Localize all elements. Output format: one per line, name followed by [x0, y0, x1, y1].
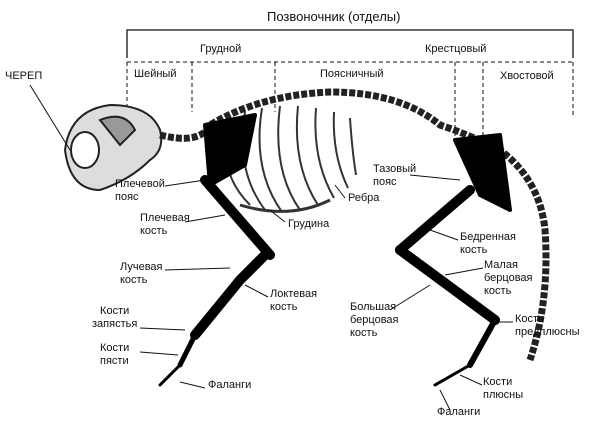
label-line: берцовая [350, 314, 399, 326]
label-front-phalanges: Фаланги [208, 379, 252, 391]
skull [63, 103, 163, 192]
label-sternum: Грудина [288, 218, 330, 230]
leader-lines [29, 84, 513, 411]
section-sacral: Крестцовый [425, 43, 487, 55]
label-line: пясти [100, 355, 129, 367]
vertebral-column [159, 88, 550, 362]
label-line: запястья [92, 318, 138, 330]
label-line: кость [350, 327, 378, 339]
label-skull: ЧЕРЕП [5, 70, 43, 82]
label-line: Плечевой [115, 178, 165, 190]
label-line: Плечевая [140, 212, 190, 224]
label-line: Большая [350, 301, 397, 313]
label-line: Кости [483, 376, 513, 388]
section-dividers [126, 61, 574, 140]
label-line: Тазовый [373, 163, 417, 175]
label-line: кость [140, 225, 168, 237]
label-line: плюсны [483, 389, 524, 401]
section-cervical: Шейный [134, 68, 177, 80]
label-line: Бедренная [460, 231, 516, 243]
label-line: Лучевая [120, 261, 163, 273]
hind-leg [395, 133, 512, 387]
section-thoracic: Грудной [200, 43, 242, 55]
label-line: кость [484, 285, 512, 297]
label-hind-phalanges: Фаланги [437, 406, 481, 418]
label-line: пояс [115, 191, 139, 203]
spine-bracket [126, 29, 574, 58]
front-leg [158, 113, 275, 387]
spine-title: Позвоночник (отделы) [267, 9, 401, 24]
label-line: кость [120, 274, 148, 286]
label-line: кость [460, 244, 488, 256]
label-line: Кости [100, 342, 130, 354]
label-line: берцовая [484, 272, 533, 284]
section-caudal: Хвостовой [500, 70, 554, 82]
label-line: предплюсны [515, 326, 580, 338]
label-ribs: Ребра [348, 192, 380, 204]
label-line: Кости [100, 305, 130, 317]
label-line: Малая [484, 259, 518, 271]
label-line: кость [270, 301, 298, 313]
label-line: Кости [515, 313, 545, 325]
section-lumbar: Поясничный [320, 68, 384, 80]
label-line: пояс [373, 176, 397, 188]
label-line: Локтевая [270, 288, 318, 300]
